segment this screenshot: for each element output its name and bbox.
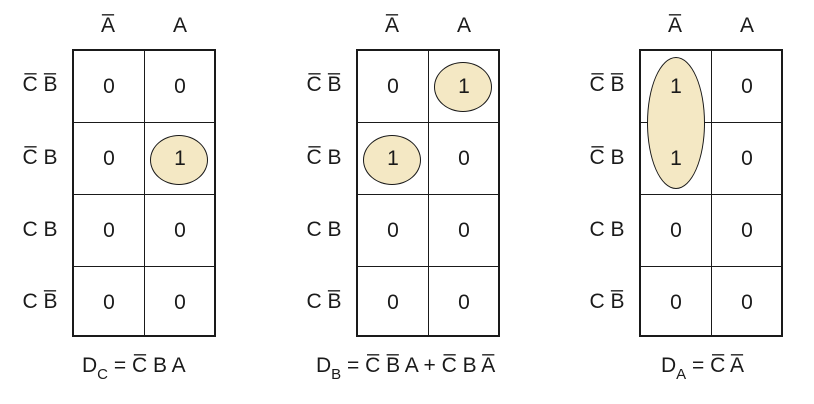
kmap-cell: 1	[387, 147, 399, 170]
kmap-cell: 0	[387, 219, 399, 242]
column-header-not-a: A̅	[100, 14, 115, 37]
kmap-cell: 0	[670, 291, 682, 314]
kmap-cell: 0	[103, 147, 115, 170]
row-label-c-not-b: C B̅	[589, 290, 625, 313]
kmap-cell: 0	[387, 291, 399, 314]
row-label-c-b: C B	[589, 218, 625, 241]
kmap-cell: 0	[174, 291, 186, 314]
column-header-a: A	[456, 14, 471, 37]
kmap-cell: 0	[103, 291, 115, 314]
kmap-cell: 0	[458, 147, 470, 170]
kmap-cell: 1	[458, 75, 470, 98]
column-header-not-a: A̅	[384, 14, 399, 37]
equation-subscript: C	[97, 366, 109, 383]
row-label-c-not-b: C B̅	[22, 290, 58, 313]
row-label-c-b: C B	[306, 218, 342, 241]
equation-rhs: = C̅ A̅	[692, 354, 744, 377]
kmap-cell: 0	[387, 75, 399, 98]
grouping-loop	[434, 62, 492, 112]
column-header-a: A	[739, 14, 754, 37]
grouping-loop	[363, 135, 421, 185]
row-label-c-not-b: C B̅	[306, 290, 342, 313]
row-label-c-b: C B	[22, 218, 58, 241]
equation-subscript: B	[331, 366, 342, 383]
equation-rhs: = C̅ B̅ A + C̅ B A̅	[347, 354, 496, 377]
row-label-not-c-not-b: C̅ B̅	[306, 73, 342, 96]
kmap-cell: 0	[103, 219, 115, 242]
column-header-not-a: A̅	[667, 14, 682, 37]
equation-subscript: A	[676, 366, 687, 383]
kmap-cell: 1	[174, 147, 186, 170]
equation-da: DA = C̅ A̅	[661, 354, 744, 383]
row-label-not-c-b: C̅ B	[306, 146, 342, 169]
kmap-cell: 0	[670, 219, 682, 242]
equation-db: DB = C̅ B̅ A + C̅ B A̅	[316, 354, 496, 383]
kmap-cell: 0	[741, 147, 753, 170]
kmap-grid: 1 0 1 0 0 0 0 0	[639, 49, 783, 337]
kmap-da: A̅ A C̅ B̅ C̅ B C B C B̅ 1 0 1 0 0 0 0 0…	[577, 0, 814, 404]
kmap-cell: 0	[741, 219, 753, 242]
row-label-not-c-not-b: C̅ B̅	[589, 73, 625, 96]
kmap-grid: 0 0 0 1 0 0 0 0	[72, 49, 216, 337]
kmap-cell: 1	[670, 147, 682, 170]
kmap-cell: 0	[103, 75, 115, 98]
kmap-db: A̅ A C̅ B̅ C̅ B C B C B̅ 0 1 1 0 0 0 0 0…	[294, 0, 574, 404]
grouping-loop	[647, 57, 705, 189]
row-label-not-c-not-b: C̅ B̅	[22, 73, 58, 96]
kmap-cell: 1	[670, 75, 682, 98]
kmap-dc: A̅ A C̅ B̅ C̅ B C B C B̅ 0 0 0 1 0 0 0 0…	[10, 0, 290, 404]
kmap-cell: 0	[741, 75, 753, 98]
kmap-cell: 0	[741, 291, 753, 314]
equation-dc: DC = C̅ B A	[82, 354, 186, 383]
kmap-grid: 0 1 1 0 0 0 0 0	[356, 49, 500, 337]
column-header-a: A	[172, 14, 187, 37]
equation-lhs: D	[316, 354, 332, 377]
kmap-cell: 0	[458, 219, 470, 242]
row-label-not-c-b: C̅ B	[589, 146, 625, 169]
kmap-cell: 0	[458, 291, 470, 314]
kmap-cell: 0	[174, 219, 186, 242]
equation-lhs: D	[82, 354, 98, 377]
kmap-cell: 0	[174, 75, 186, 98]
row-label-not-c-b: C̅ B	[22, 146, 58, 169]
equation-lhs: D	[661, 354, 677, 377]
equation-rhs: = C̅ B A	[113, 354, 186, 377]
grouping-loop	[150, 135, 208, 185]
